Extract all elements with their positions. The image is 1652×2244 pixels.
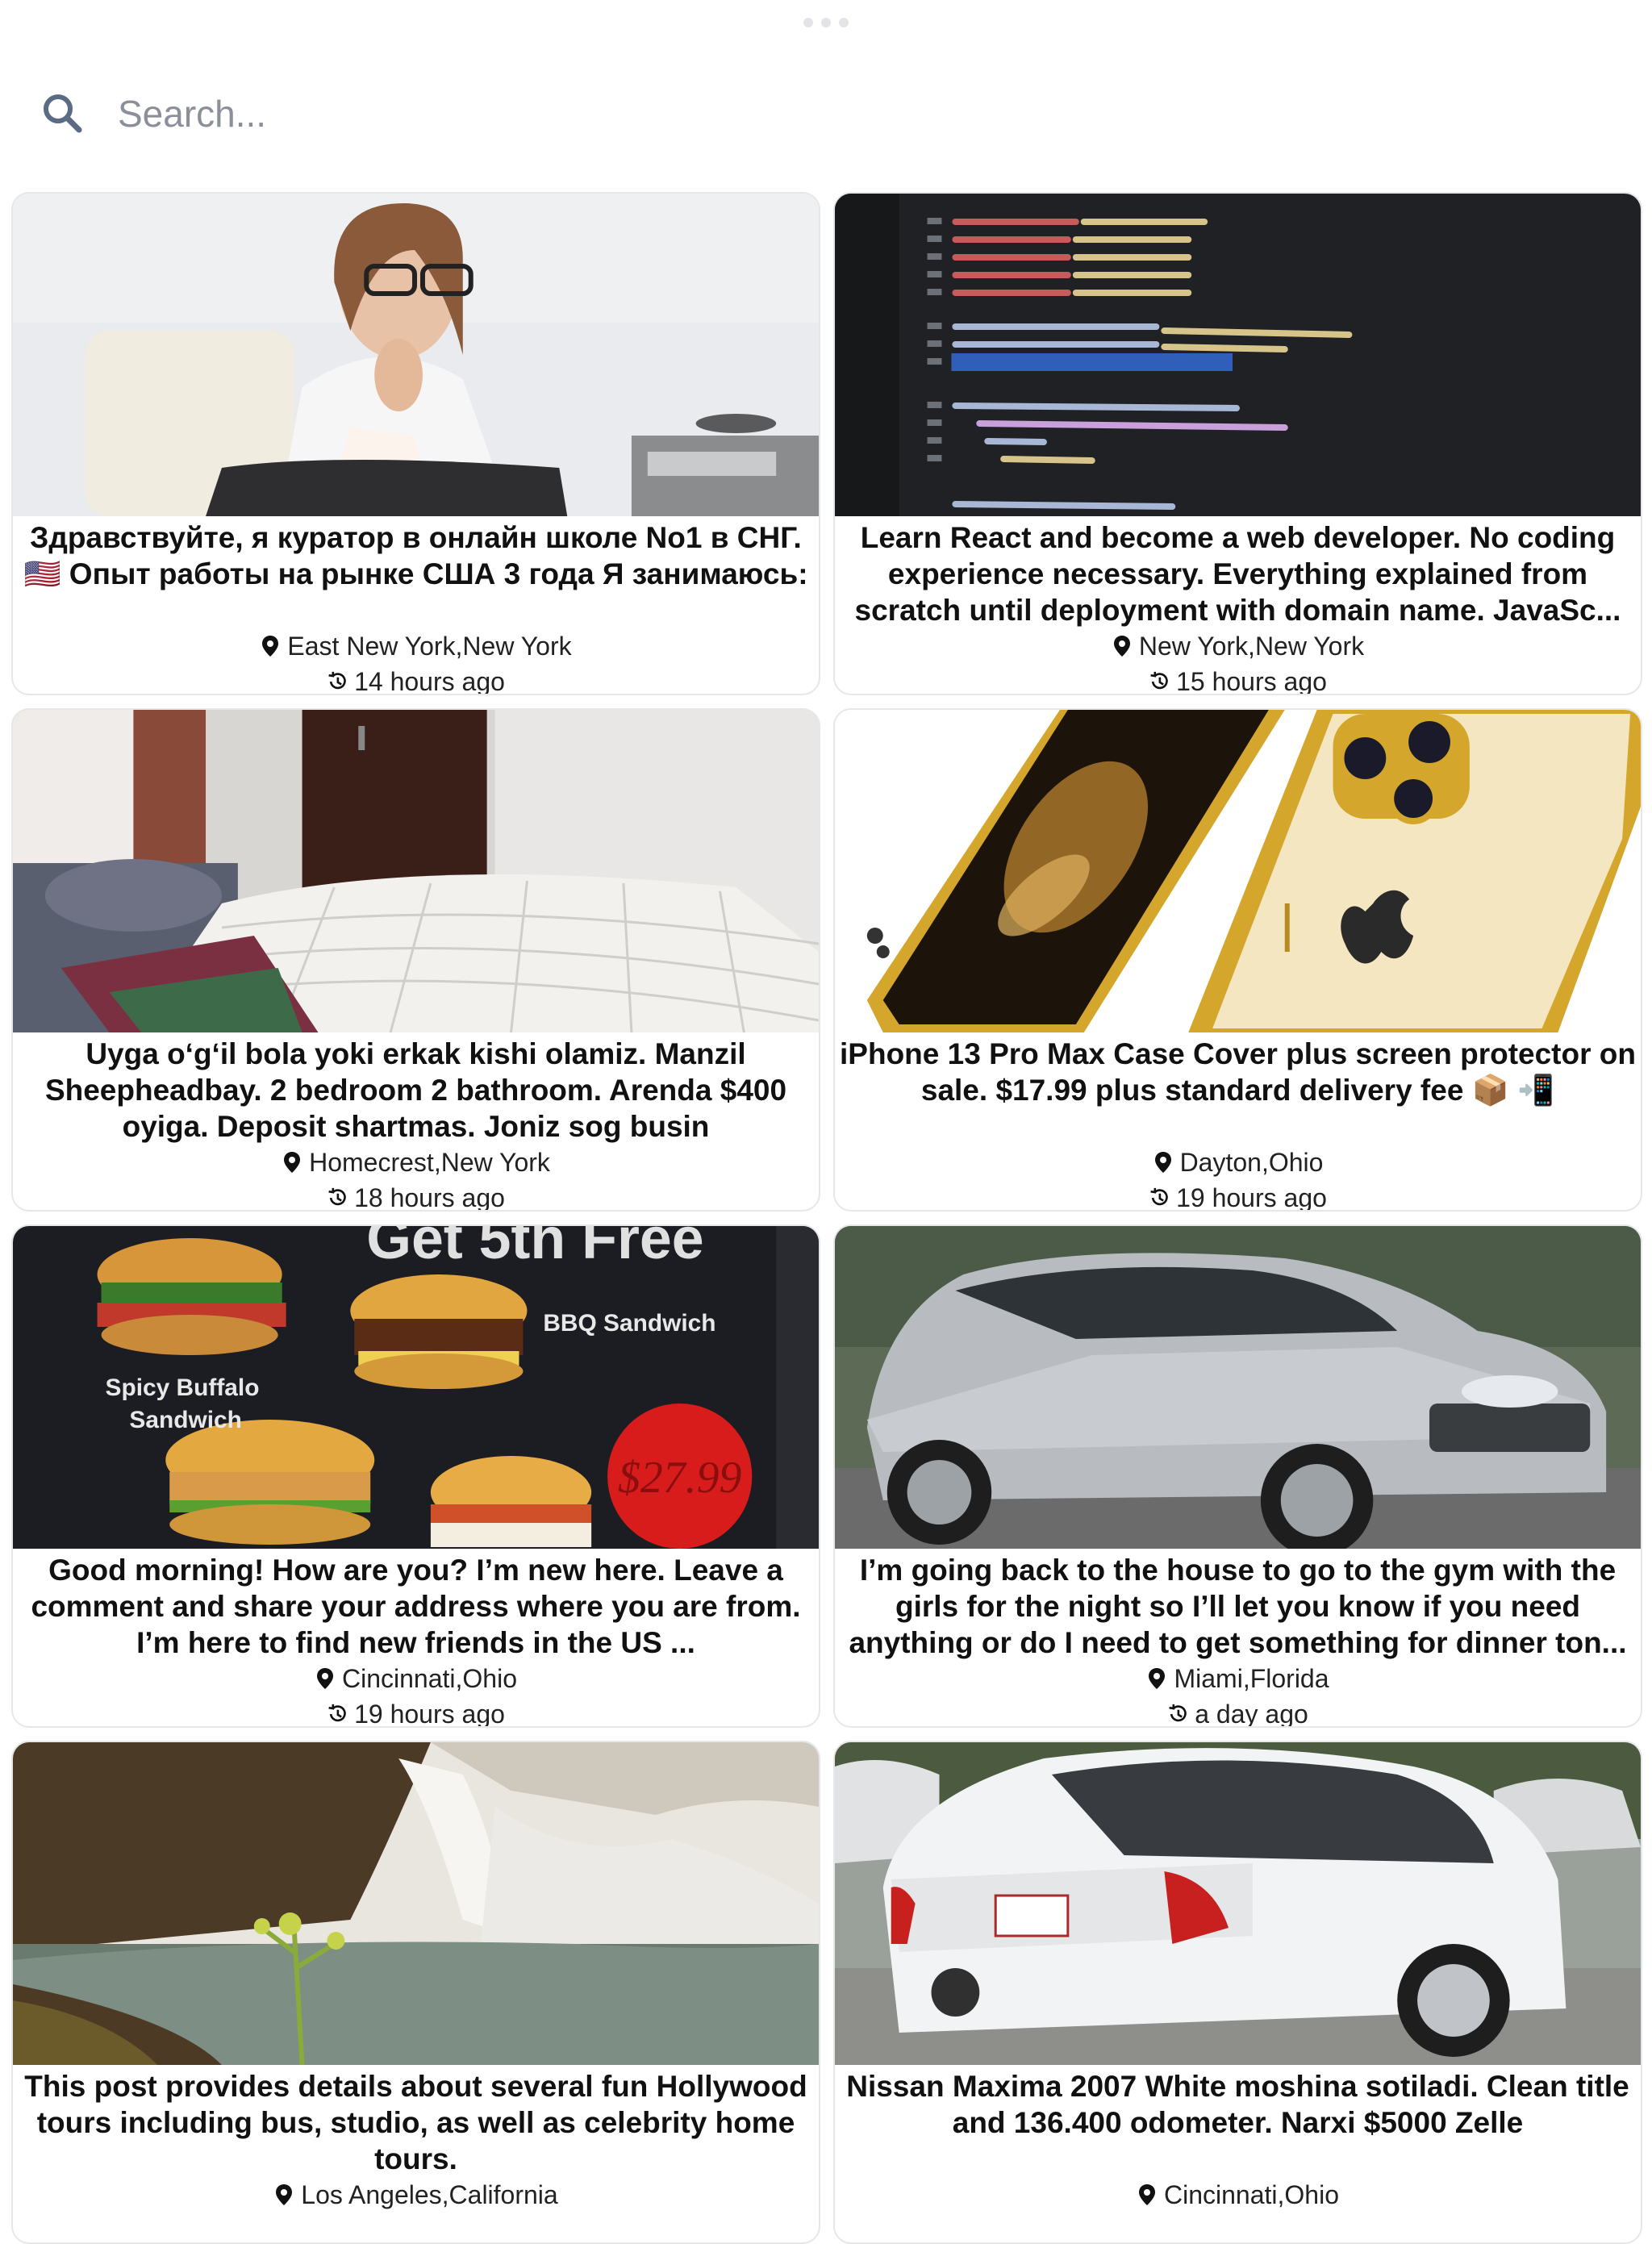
post-time: 19 hours ago (1149, 1180, 1327, 1212)
posts-grid: Здравствуйте, я куратор в онлайн школе N… (11, 192, 1642, 2244)
post-location: Cincinnati,Ohio (1137, 2177, 1339, 2213)
post-title: I’m going back to the house to go to the… (849, 1554, 1627, 1659)
history-icon (1150, 1187, 1168, 1206)
post-title: Learn React and become a web developer. … (854, 521, 1621, 627)
post-card[interactable]: Learn React and become a web developer. … (833, 192, 1642, 695)
post-card[interactable]: Uyga o‘g‘il bola yoki erkak kishi olamiz… (11, 708, 820, 1212)
post-image-bedroom (13, 710, 819, 1032)
post-time: 18 hours ago (327, 1180, 505, 1212)
post-title: Uyga o‘g‘il bola yoki erkak kishi olamiz… (44, 1037, 787, 1143)
sandwich-label: Sandwich (129, 1407, 241, 1433)
post-time: 19 hours ago (327, 1696, 505, 1728)
post-time-text: 19 hours ago (1176, 1183, 1327, 1212)
post-card[interactable]: This post provides details about several… (11, 1741, 820, 2244)
post-location-text: Cincinnati,Ohio (1164, 2180, 1339, 2209)
post-image-silver-car (835, 1226, 1641, 1549)
post-image-white-car (835, 1742, 1641, 2065)
post-time: a day ago (1167, 1696, 1308, 1728)
history-icon (328, 1704, 346, 1722)
post-location-text: Dayton,Ohio (1179, 1148, 1324, 1177)
post-title: Здравствуйте, я куратор в онлайн школе N… (23, 521, 808, 590)
search-input[interactable] (116, 91, 1329, 136)
post-location-text: Homecrest,New York (309, 1148, 550, 1177)
search-icon (44, 94, 82, 133)
post-location: East New York,New York (260, 628, 572, 664)
post-location: Los Angeles,California (273, 2177, 558, 2213)
post-location: Cincinnati,Ohio (315, 1661, 517, 1696)
post-card[interactable]: Здравствуйте, я куратор в онлайн школе N… (11, 192, 820, 695)
menu-headline: Get 5th Free (366, 1226, 703, 1271)
map-pin-icon (317, 1668, 333, 1689)
map-pin-icon (276, 2184, 293, 2205)
post-time-text: 19 hours ago (354, 1700, 505, 1728)
post-card[interactable]: Get 5th Free (11, 1224, 820, 1728)
post-location: New York,New York (1112, 628, 1364, 664)
post-time: 14 hours ago (327, 664, 505, 695)
post-image-code-screen (835, 194, 1641, 516)
post-title: This post provides details about several… (24, 2070, 807, 2175)
map-pin-icon (284, 1152, 301, 1173)
post-location: Dayton,Ohio (1153, 1145, 1324, 1180)
map-pin-icon (1139, 2184, 1155, 2205)
map-pin-icon (1149, 1668, 1166, 1689)
post-time-text: 14 hours ago (354, 667, 505, 695)
post-location-text: New York,New York (1138, 632, 1365, 661)
post-image-woman-laptop (13, 194, 819, 516)
history-icon (328, 671, 346, 690)
map-pin-icon (262, 636, 279, 657)
map-pin-icon (1154, 1152, 1171, 1173)
price-stamp: $27.99 (618, 1453, 741, 1503)
post-card[interactable]: I’m going back to the house to go to the… (833, 1224, 1642, 1728)
post-location-text: Cincinnati,Ohio (342, 1664, 517, 1693)
post-location-text: East New York,New York (287, 632, 572, 661)
history-icon (328, 1187, 346, 1206)
post-time: 15 hours ago (1149, 664, 1327, 695)
post-image-waterfall (13, 1742, 819, 2065)
post-time-text: a day ago (1195, 1700, 1308, 1728)
post-card[interactable]: Nissan Maxima 2007 White moshina sotilad… (833, 1741, 1642, 2244)
map-pin-icon (1113, 636, 1130, 657)
history-icon (1169, 1704, 1187, 1722)
history-icon (1150, 671, 1168, 690)
spicy-label: Spicy Buffalo (106, 1374, 260, 1401)
post-location: Homecrest,New York (282, 1145, 550, 1180)
search-bar[interactable] (32, 77, 1620, 150)
post-title: iPhone 13 Pro Max Case Cover plus screen… (840, 1037, 1636, 1107)
post-card[interactable]: iPhone 13 Pro Max Case Cover plus screen… (833, 708, 1642, 1212)
post-location-text: Miami,Florida (1174, 1664, 1329, 1693)
post-title: Nissan Maxima 2007 White moshina sotilad… (846, 2070, 1629, 2139)
post-time-text: 18 hours ago (354, 1183, 505, 1212)
bbq-label: BBQ Sandwich (543, 1310, 715, 1337)
post-title: Good morning! How are you? I’m new here.… (31, 1554, 801, 1659)
post-image-burger-menu: Get 5th Free (13, 1226, 819, 1549)
post-image-phone-cases (835, 710, 1641, 1032)
post-time-text: 15 hours ago (1176, 667, 1327, 695)
post-location: Miami,Florida (1146, 1661, 1329, 1696)
top-grabber (803, 18, 849, 27)
post-location-text: Los Angeles,California (301, 2180, 558, 2209)
